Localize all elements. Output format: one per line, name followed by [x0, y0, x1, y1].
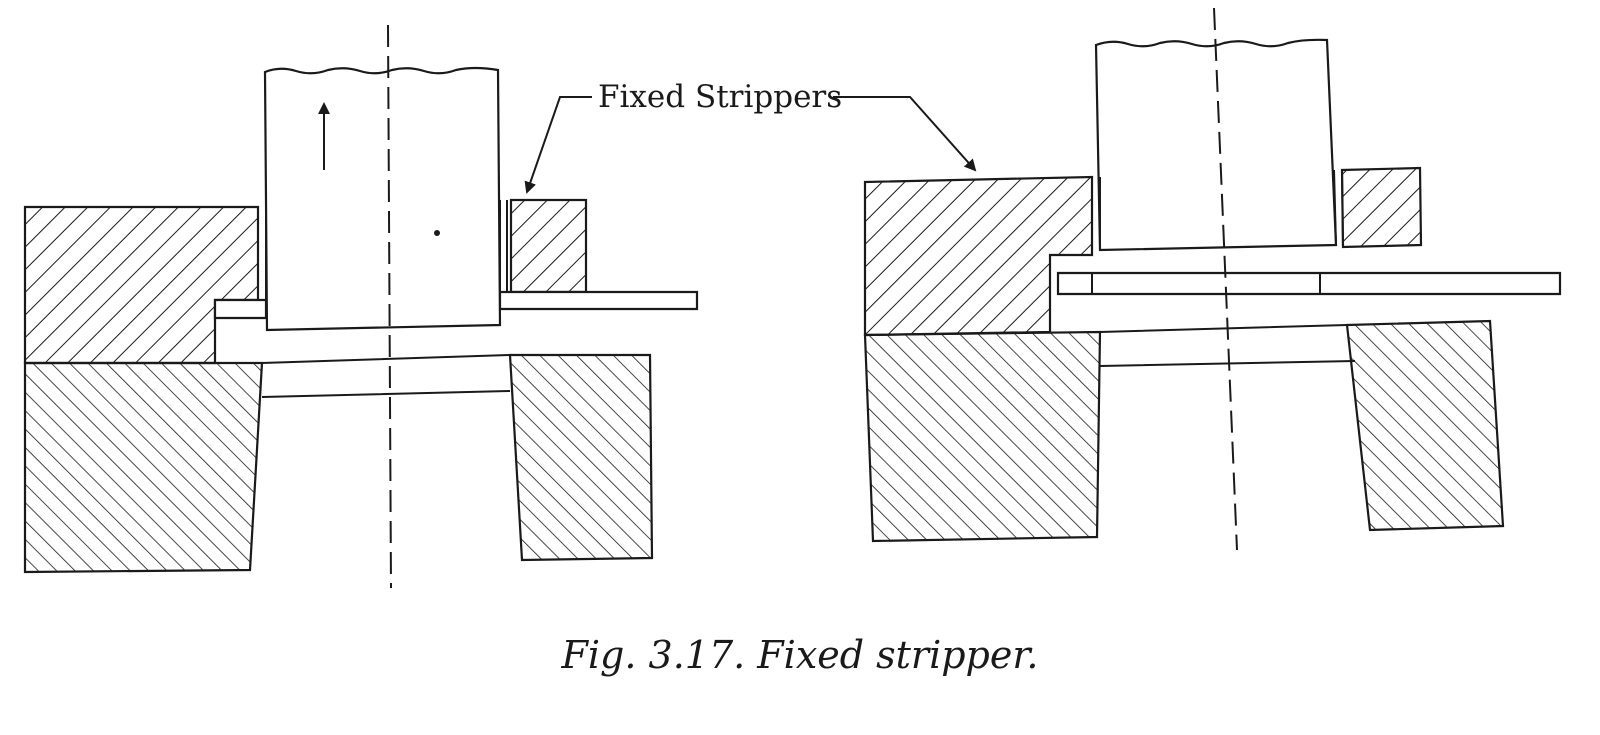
callout-leader-left [524, 96, 592, 194]
right-clearance-lines [1091, 169, 1344, 255]
right-punch [1094, 38, 1338, 252]
left-die-opening [261, 354, 511, 398]
left-centerline [387, 24, 392, 589]
right-die-block-right [1345, 319, 1505, 532]
left-die-block-right [508, 353, 654, 562]
callout-label: Fixed Strippers [598, 79, 842, 115]
left-strip-stock-right [498, 290, 699, 311]
right-strip-joins [1091, 273, 1321, 294]
right-die-opening [1099, 324, 1356, 367]
left-speck [434, 230, 440, 236]
left-die-block-left [23, 361, 264, 574]
left-stripper-plate-left [23, 205, 260, 365]
figure-caption: Fig. 3.17. Fixed stripper. [561, 633, 1039, 677]
callout-leader-right [833, 96, 977, 172]
right-stripper-plate-right [1340, 166, 1423, 249]
left-view [23, 24, 699, 589]
right-stripper-plate-left [863, 175, 1094, 337]
right-die-block-left [863, 330, 1102, 543]
left-stripper-plate-right [509, 198, 588, 294]
right-centerline [1213, 7, 1238, 551]
left-strip-stock [213, 298, 268, 320]
right-view [863, 7, 1562, 551]
fixed-strippers-callout: Fixed Strippers [524, 79, 977, 194]
right-strip-stock [1056, 271, 1562, 296]
left-punch [263, 66, 502, 332]
